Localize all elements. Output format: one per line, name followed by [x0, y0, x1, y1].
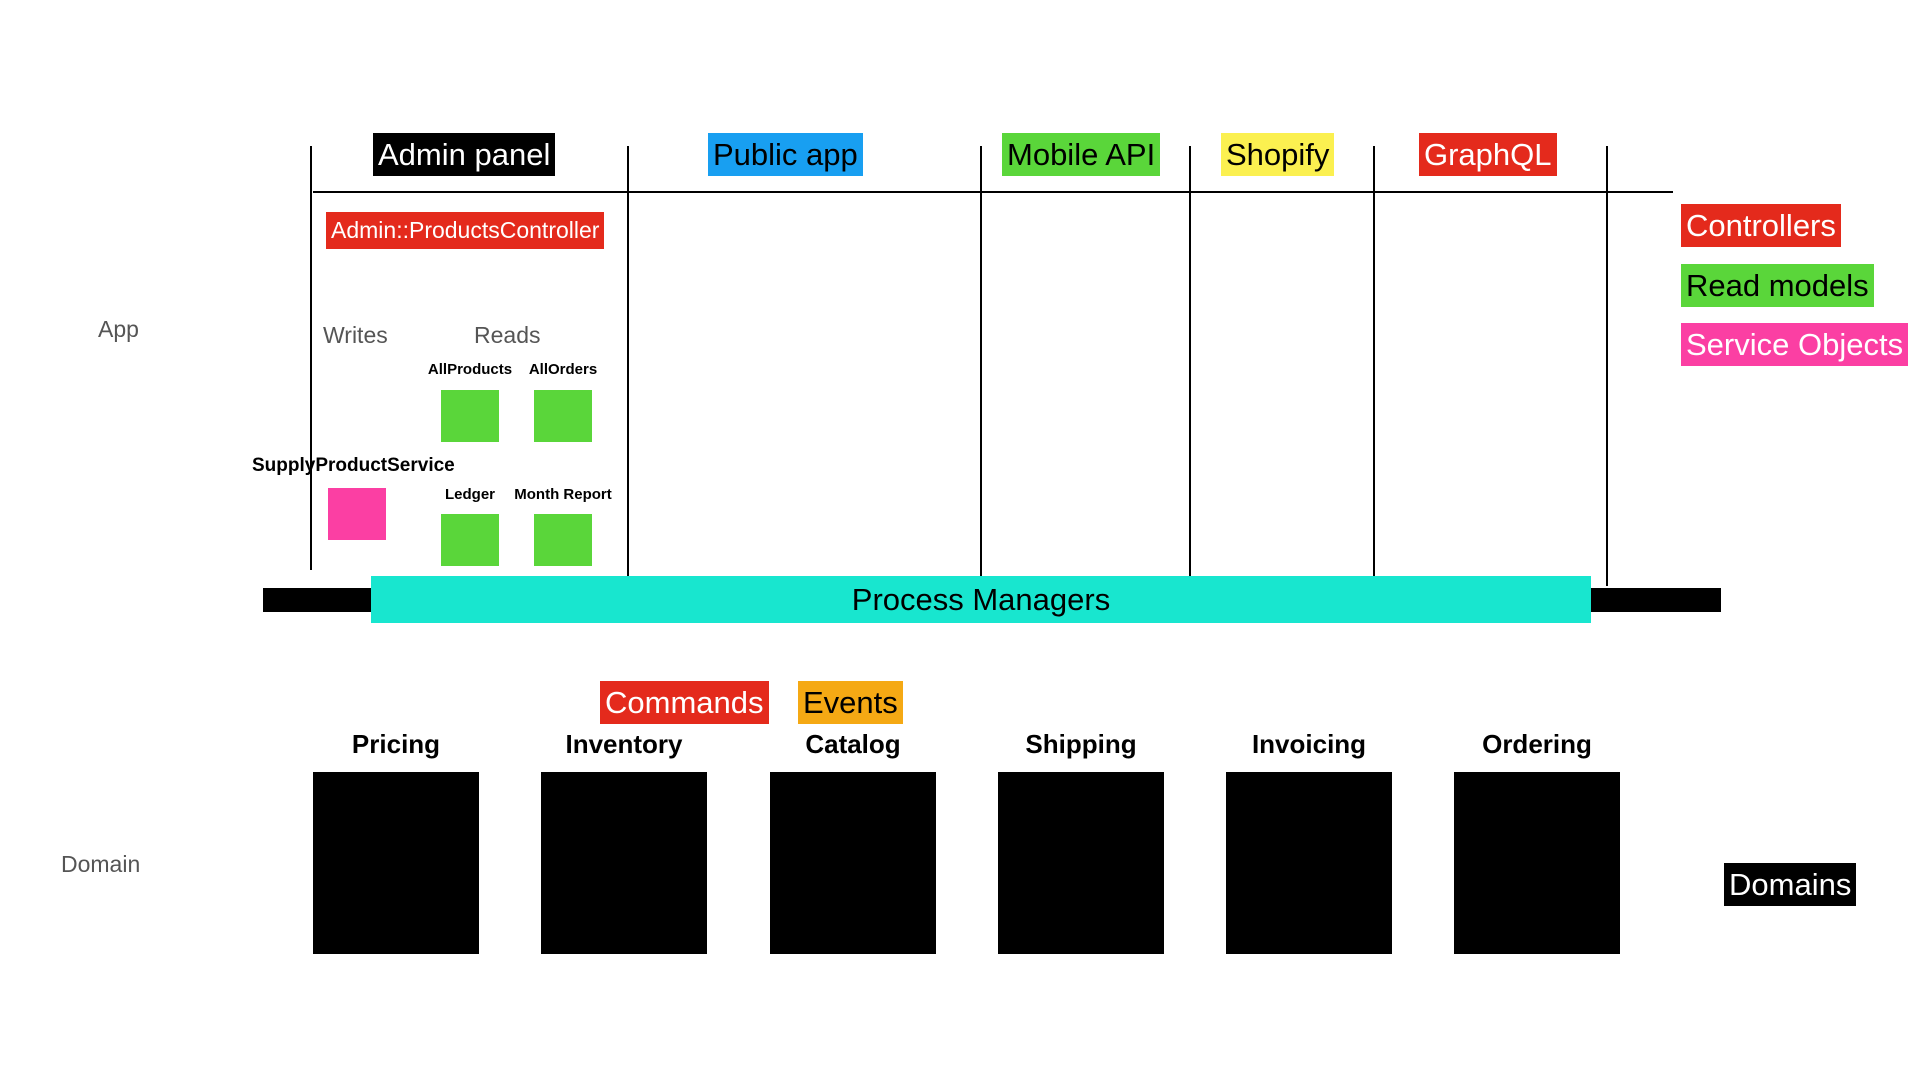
legend-service-objects: Service Objects	[1681, 323, 1909, 366]
domain-layer-label: Domain	[61, 851, 141, 877]
domain-name-shipping: Shipping	[1025, 729, 1137, 759]
read-model-label: AllProducts	[427, 361, 513, 378]
app-layer-label: App	[98, 316, 139, 342]
writes-label: Writes	[323, 322, 388, 348]
events-tag: Events	[798, 681, 903, 724]
read-model-all-orders	[534, 390, 592, 442]
read-model-label: Month Report	[514, 486, 612, 503]
column-divider	[627, 146, 629, 576]
commands-tag: Commands	[600, 681, 769, 724]
column-divider	[310, 146, 312, 570]
domain-box-ordering	[1454, 772, 1620, 954]
client-admin-panel: Admin panel	[373, 133, 556, 176]
column-divider	[1373, 146, 1375, 576]
domain-name-inventory: Inventory	[565, 729, 683, 759]
client-mobile-api: Mobile API	[1002, 133, 1161, 176]
read-model-month-report	[534, 514, 592, 566]
process-managers-bar	[371, 576, 1591, 623]
read-model-label: Ledger	[444, 486, 495, 503]
legend-read-models: Read models	[1681, 264, 1874, 307]
domain-name-pricing: Pricing	[351, 729, 441, 759]
service-object-supply-product	[328, 488, 386, 540]
process-managers-label: Process Managers	[851, 582, 1111, 617]
service-label: SupplyProductService	[252, 455, 455, 476]
domain-box-catalog	[770, 772, 936, 954]
legend-domains: Domains	[1724, 863, 1857, 906]
column-divider	[1189, 146, 1191, 576]
domain-box-inventory	[541, 772, 707, 954]
read-model-label: AllOrders	[528, 361, 598, 378]
read-model-ledger	[441, 514, 499, 566]
reads-label: Reads	[474, 322, 541, 348]
domain-box-invoicing	[1226, 772, 1392, 954]
domain-name-invoicing: Invoicing	[1251, 729, 1367, 759]
domain-name-ordering: Ordering	[1482, 729, 1592, 759]
domain-name-catalog: Catalog	[805, 729, 901, 759]
column-divider	[980, 146, 982, 576]
client-public-app: Public app	[708, 133, 863, 176]
read-model-all-products	[441, 390, 499, 442]
admin-products-controller: Admin::ProductsController	[326, 212, 605, 249]
domain-box-shipping	[998, 772, 1164, 954]
client-header-line	[313, 191, 1673, 193]
client-graphql: GraphQL	[1419, 133, 1557, 176]
client-shopify: Shopify	[1221, 133, 1335, 176]
column-divider	[1606, 146, 1608, 586]
domain-box-pricing	[313, 772, 479, 954]
legend-controllers: Controllers	[1681, 204, 1841, 247]
